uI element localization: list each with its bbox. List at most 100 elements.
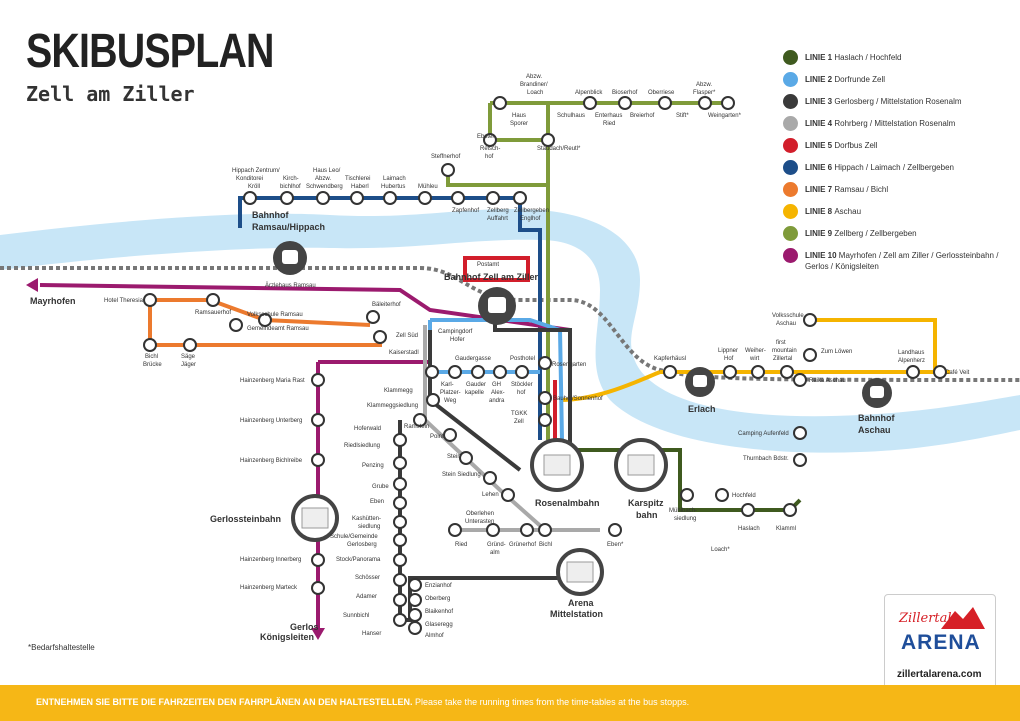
svg-text:Hochfeld: Hochfeld <box>732 493 756 499</box>
svg-text:Reisch-: Reisch- <box>480 146 500 152</box>
legend-label: LINIE 4 Rohrberg / Mittelstation Rosenal… <box>805 118 1010 129</box>
legend-label: LINIE 1 Haslach / Hochfeld <box>805 52 1010 63</box>
svg-text:Eben: Eben <box>370 499 384 505</box>
svg-text:wirt: wirt <box>749 356 760 362</box>
hub-label-zell: Bahnhof Zell am Ziller <box>444 272 539 282</box>
svg-text:Haus Leo/: Haus Leo/ <box>313 168 341 174</box>
svg-text:Stift*: Stift* <box>676 113 689 119</box>
line-color-dot <box>783 116 798 131</box>
svg-text:Grube: Grube <box>372 484 389 490</box>
hub-label-aschau-2: Aschau <box>858 425 891 435</box>
legend-line-desc: Aschau <box>834 207 862 216</box>
legend-line-number: LINIE 8 <box>805 207 835 216</box>
svg-text:Oberriese: Oberriese <box>648 90 675 96</box>
svg-text:Jäger: Jäger <box>181 362 196 368</box>
svg-text:Hanser: Hanser <box>362 631 381 637</box>
svg-text:Ärzlehaus Ramsau: Ärzlehaus Ramsau <box>265 282 316 289</box>
svg-text:Schösser: Schösser <box>355 575 380 581</box>
footer-text: ENTNEHMEN SIE BITTE DIE FAHRZEITEN DEN F… <box>36 697 689 707</box>
svg-text:Oberberg: Oberberg <box>425 596 450 602</box>
legend-line-desc: Haslach / Hochfeld <box>834 53 902 62</box>
legend-line-number: LINIE 9 <box>805 229 835 238</box>
svg-text:hof: hof <box>517 390 526 396</box>
svg-text:Lippner: Lippner <box>718 348 738 354</box>
logo-script: Zillertal <box>899 611 952 626</box>
svg-text:Raika Aschau: Raika Aschau <box>809 378 846 384</box>
svg-text:Laimach: Laimach <box>383 176 406 182</box>
svg-text:Lehen: Lehen <box>482 492 499 498</box>
line-6-route <box>238 196 542 440</box>
svg-text:Bäleiterhof: Bäleiterhof <box>372 302 401 308</box>
svg-text:Point: Point <box>430 434 444 440</box>
svg-text:Gaudergasse: Gaudergasse <box>455 356 492 362</box>
line-color-dot <box>783 226 798 241</box>
svg-text:Hofer: Hofer <box>450 337 465 343</box>
svg-text:Abzw.: Abzw. <box>526 74 542 80</box>
svg-text:Hainzenberg Maria Rast: Hainzenberg Maria Rast <box>240 378 305 384</box>
svg-text:Ramsauerhof: Ramsauerhof <box>195 310 231 316</box>
svg-text:Hippach Zentrum/: Hippach Zentrum/ <box>232 168 280 174</box>
svg-text:Klammeggsiedlung: Klammeggsiedlung <box>367 403 418 409</box>
hub-label-mittelstation-1: Arena <box>568 598 595 608</box>
legend-line-number: LINIE 10 <box>805 251 839 260</box>
hub-label-erlach: Erlach <box>688 404 716 414</box>
svg-text:Alpenherz: Alpenherz <box>898 358 925 364</box>
line-color-dot <box>783 94 798 109</box>
svg-text:Glaseregg: Glaseregg <box>425 622 453 628</box>
svg-text:Stöckler: Stöckler <box>511 382 533 388</box>
svg-text:hof: hof <box>485 154 494 160</box>
legend-line-desc: Mayrhofen / Zell am Ziller / Gerlosstein… <box>805 251 999 271</box>
legend-line-number: LINIE 1 <box>805 53 835 62</box>
line-color-dot <box>783 160 798 175</box>
svg-text:Klamml: Klamml <box>776 526 796 532</box>
svg-text:Blaikenhof: Blaikenhof <box>425 609 453 615</box>
svg-text:Zum Löwen: Zum Löwen <box>821 349 852 355</box>
svg-text:Zapfenhof: Zapfenhof <box>452 208 479 214</box>
svg-text:Sporer: Sporer <box>510 121 528 127</box>
hub-label-gerlos-1: Gerlos <box>290 622 319 632</box>
svg-text:Hof: Hof <box>724 356 734 362</box>
svg-text:Zellbergeben: Zellbergeben <box>514 208 549 214</box>
svg-text:Abzw.: Abzw. <box>696 82 712 88</box>
legend-line-desc: Ramsau / Bichl <box>834 185 889 194</box>
footer-bar: ENTNEHMEN SIE BITTE DIE FAHRZEITEN DEN F… <box>0 685 1020 721</box>
svg-text:Hoferwald: Hoferwald <box>354 426 381 432</box>
svg-text:Hotel Theresia: Hotel Theresia <box>104 298 144 304</box>
svg-text:Landhaus: Landhaus <box>898 350 924 356</box>
svg-text:Riedlsiedlung: Riedlsiedlung <box>344 443 380 449</box>
svg-text:Volksschule: Volksschule <box>772 313 804 319</box>
svg-text:Kröll: Kröll <box>248 184 260 190</box>
svg-text:Posthotel: Posthotel <box>510 356 535 362</box>
svg-text:Bichl: Bichl <box>539 542 552 548</box>
svg-text:first: first <box>776 340 786 346</box>
svg-text:Bichl: Bichl <box>145 354 158 360</box>
hub-label-mayrhofen: Mayrhofen <box>30 296 76 306</box>
svg-text:Zell: Zell <box>514 419 524 425</box>
svg-text:bichlhof: bichlhof <box>280 184 301 190</box>
line-10-arrow-south <box>311 628 325 640</box>
legend-line-number: LINIE 2 <box>805 75 835 84</box>
svg-text:Penzing: Penzing <box>362 463 384 469</box>
legend-label: LINIE 6 Hippach / Laimach / Zellbergeben <box>805 162 1010 173</box>
svg-text:Tischlerei: Tischlerei <box>345 176 370 182</box>
svg-text:Schule/Gemeinde: Schule/Gemeinde <box>330 534 378 540</box>
svg-text:Café Veit: Café Veit <box>945 370 970 376</box>
svg-text:Staudach/Reutl*: Staudach/Reutl* <box>537 146 581 152</box>
hub-label-gerlos-2: Königsleiten <box>260 632 314 642</box>
svg-text:Grünerhof: Grünerhof <box>509 542 536 548</box>
svg-text:Haslach: Haslach <box>738 526 760 532</box>
line-10-arrow-west <box>26 278 38 292</box>
svg-text:Enzianhof: Enzianhof <box>425 583 452 589</box>
hub-label-ramsau-2: Ramsau/Hippach <box>252 222 325 232</box>
svg-text:Thurnbach Bdstr.: Thurnbach Bdstr. <box>743 456 789 462</box>
svg-text:mountain: mountain <box>772 348 797 354</box>
svg-text:Flasper*: Flasper* <box>693 90 716 96</box>
zillertal-arena-logo[interactable]: Zillertal ARENA zillertalarena.com <box>884 594 996 692</box>
line-color-dot <box>783 204 798 219</box>
svg-text:Bioserhof: Bioserhof <box>612 90 638 96</box>
legend-line-desc: Dorfbus Zell <box>834 141 878 150</box>
line-9-route <box>446 101 725 440</box>
logo-url: zillertalarena.com <box>897 669 982 680</box>
svg-text:Weiher-: Weiher- <box>745 348 766 354</box>
